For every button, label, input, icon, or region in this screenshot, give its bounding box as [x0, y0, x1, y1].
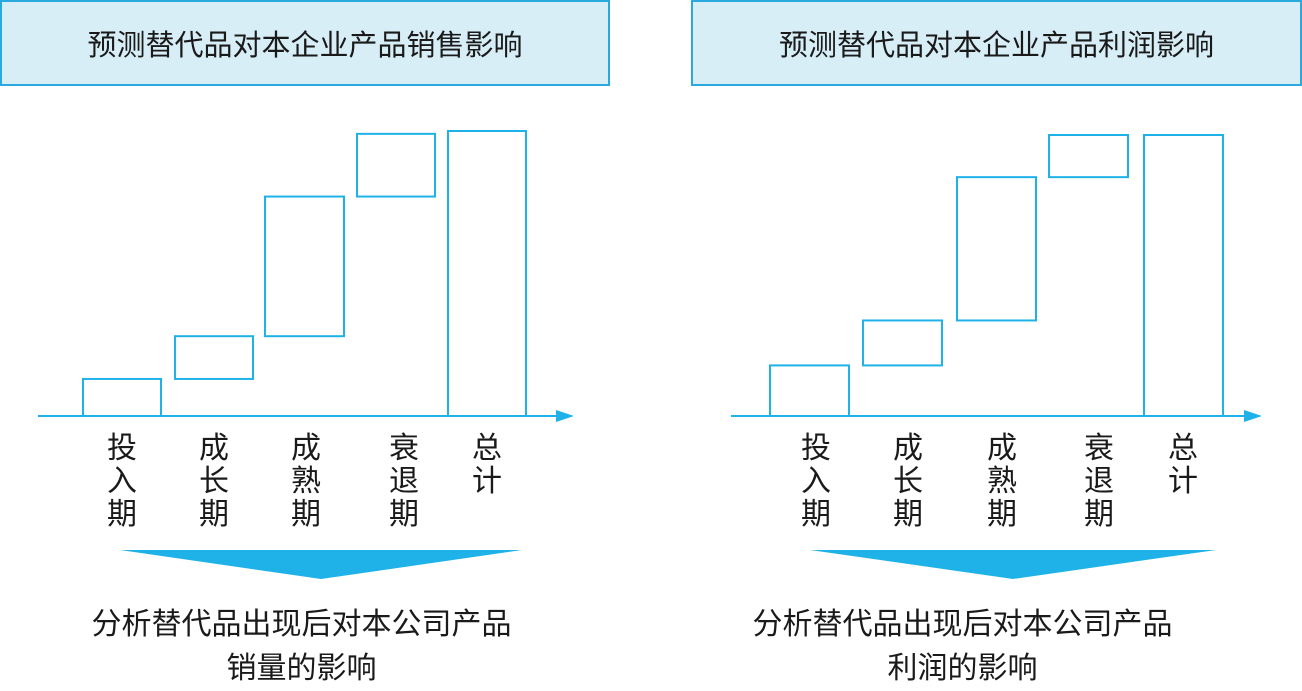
- sales-chart-title: 预测替代品对本企业产品销售影响: [0, 0, 610, 86]
- category-label-4: 衰退期: [389, 431, 419, 532]
- waterfall-bar-1: [82, 377, 162, 418]
- down-triangle-icon: [810, 550, 1216, 579]
- x-axis-arrow-icon: [1244, 410, 1262, 422]
- profit-conclusion-line-1: 分析替代品出现后对本公司产品: [752, 607, 1173, 642]
- waterfall-bar-5: [1143, 134, 1224, 417]
- profit-impact-panel: 预测替代品对本企业产品利润影响 投入期 成长期 成熟期 衰退期 总计 分析替代品出现后对…: [651, 0, 1302, 686]
- x-axis-arrow-icon: [556, 410, 574, 422]
- waterfall-bar-5: [447, 130, 527, 417]
- category-label-3: 成熟期: [987, 431, 1017, 532]
- profit-waterfall-chart: 投入期 成长期 成熟期 衰退期 总计: [731, 134, 1262, 579]
- down-triangle-icon: [120, 550, 522, 579]
- category-label-2: 成长期: [199, 431, 229, 532]
- category-label-1: 投入期: [107, 431, 137, 532]
- waterfall-bar-1: [769, 364, 850, 418]
- category-label-2: 成长期: [893, 431, 923, 532]
- category-label-1: 投入期: [801, 431, 831, 532]
- waterfall-bar-3: [956, 176, 1037, 322]
- sales-conclusion-line-1: 分析替代品出现后对本公司产品: [91, 607, 512, 642]
- sales-waterfall-chart: 投入期 成长期 成熟期 衰退期 总计: [38, 130, 574, 579]
- waterfall-bar-4: [1048, 134, 1129, 179]
- waterfall-bar-2: [862, 319, 943, 367]
- profit-conclusion-line-2: 利润的影响: [887, 651, 1038, 686]
- waterfall-bar-3: [264, 195, 345, 338]
- profit-conclusion: 分析替代品出现后对本公司产品 利润的影响: [637, 603, 1288, 691]
- category-label-5: 总计: [472, 431, 502, 499]
- waterfall-bar-4: [356, 132, 436, 198]
- sales-conclusion: 分析替代品出现后对本公司产品 销量的影响: [0, 603, 627, 691]
- category-label-4: 衰退期: [1084, 431, 1114, 532]
- waterfall-bar-2: [174, 335, 254, 380]
- category-label-3: 成熟期: [291, 431, 321, 532]
- category-label-5: 总计: [1168, 431, 1198, 499]
- sales-conclusion-line-2: 销量的影响: [226, 651, 377, 686]
- profit-chart-title: 预测替代品对本企业产品利润影响: [691, 0, 1302, 86]
- sales-impact-panel: 预测替代品对本企业产品销售影响 投入期 成长期 成熟期 衰退期 总计 分析替代品出现后对…: [0, 0, 651, 686]
